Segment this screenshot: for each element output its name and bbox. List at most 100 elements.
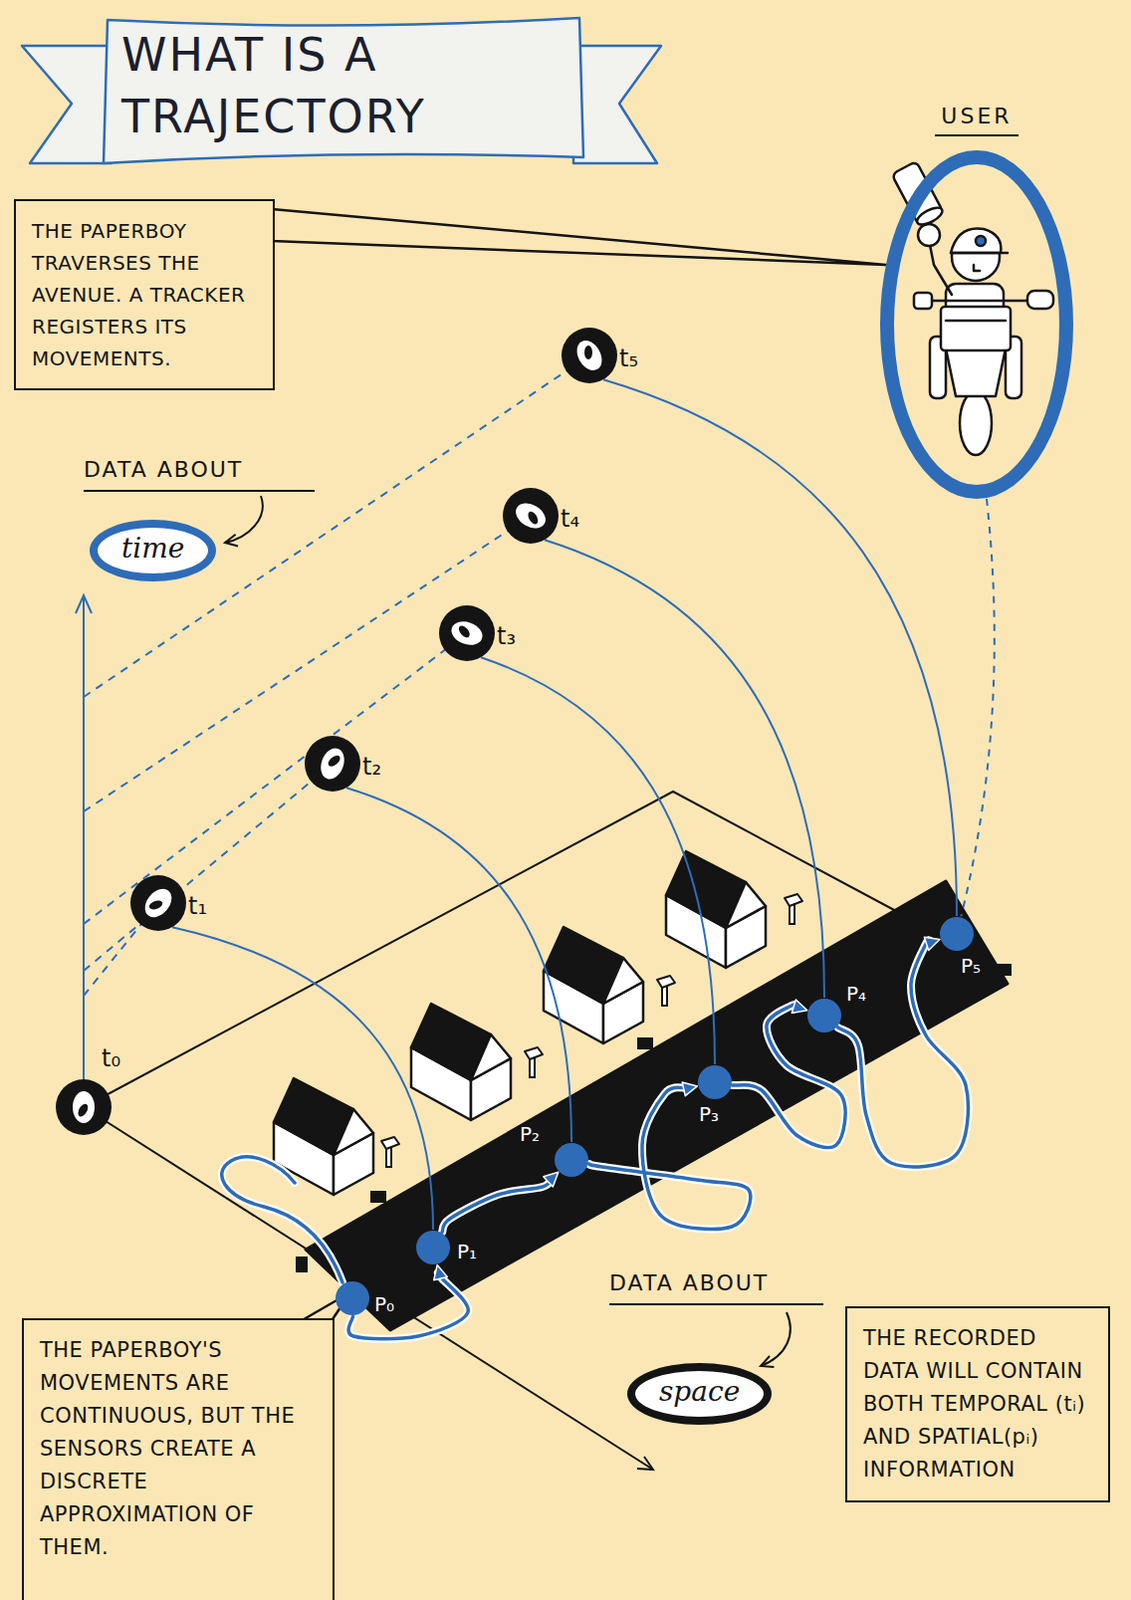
timestamp-label: t₃ — [496, 622, 516, 651]
trajectory-line — [838, 939, 969, 1167]
data-oval-text: space — [659, 1374, 740, 1408]
connector — [480, 657, 715, 1065]
clock-hand — [456, 623, 472, 640]
handlebar-grip — [1027, 290, 1054, 309]
arrow-head — [434, 1265, 449, 1281]
timestamp-label-holder: t₃ — [496, 623, 516, 650]
timestamp-clock: t₁ — [130, 875, 187, 931]
position-label: P₁ — [456, 1239, 477, 1264]
road-notch — [370, 1190, 387, 1203]
position-label: P₄ — [846, 981, 867, 1006]
position-label: P₅ — [960, 953, 981, 978]
scooter-wheel — [959, 391, 992, 455]
cap-logo — [975, 235, 986, 246]
time-axis — [82, 597, 85, 1086]
time-guides — [83, 355, 590, 996]
title-holder: WHAT IS A TRAJECTORY — [121, 23, 570, 148]
clock-hand — [525, 509, 540, 526]
user-label-holder: USER — [854, 102, 1100, 137]
clock-face — [130, 875, 187, 931]
time-guide — [83, 515, 531, 812]
pointer-arrow — [760, 1312, 791, 1366]
handlebar-grip — [913, 292, 932, 309]
trajectory-line — [442, 1177, 552, 1232]
trajectory-outline — [589, 1087, 751, 1229]
connector — [732, 999, 846, 1148]
pointer-arrow — [225, 495, 263, 543]
trajectory-line — [222, 1156, 343, 1283]
clock-face — [502, 487, 559, 544]
position-point: P₀ — [335, 1281, 370, 1316]
road-notch — [637, 1037, 654, 1050]
clock-hand — [75, 1102, 90, 1119]
figure-cap — [950, 228, 1001, 254]
data-oval-text: time — [121, 531, 185, 565]
time-position-link — [172, 926, 434, 1230]
position-label-holder: P₂ — [519, 1122, 540, 1146]
connector — [603, 379, 957, 916]
timestamp-clock: t₀ — [55, 1079, 112, 1135]
clock-dial — [571, 336, 607, 376]
banner-tail — [21, 45, 112, 164]
connector — [544, 539, 825, 998]
data-about-heading: DATA ABOUT — [609, 1269, 824, 1306]
position-label: P₂ — [519, 1122, 540, 1146]
mailbox — [381, 1136, 400, 1167]
clock-hand — [148, 899, 165, 911]
arrow-head — [543, 1171, 559, 1187]
clock-face — [304, 735, 361, 792]
arrow-head — [681, 1082, 697, 1097]
arrow-head — [923, 936, 940, 950]
box-text: THE RECORDED DATA WILL CONTAIN BOTH TEMP… — [863, 1322, 1093, 1487]
position-point: P₁ — [416, 1230, 451, 1265]
connector — [960, 498, 995, 917]
timestamp-clock: t₄ — [502, 487, 559, 544]
cap-brim — [950, 251, 1008, 255]
newspaper-roll — [892, 161, 945, 228]
clock-dial — [448, 617, 486, 650]
position-point: P₂ — [554, 1142, 589, 1177]
basket-line — [945, 319, 1006, 323]
data-oval: time — [89, 519, 217, 582]
time-position-link — [603, 379, 957, 916]
position-label-holder: P₁ — [456, 1239, 477, 1264]
time-position-link — [480, 657, 715, 1065]
clock-dial — [72, 1091, 95, 1124]
box-text: THE PAPERBOY'S MOVEMENTS ARE CONTINUOUS,… — [39, 1334, 317, 1565]
text-box: THE PAPERBOY'S MOVEMENTS ARE CONTINUOUS,… — [21, 1318, 335, 1600]
clock-face — [439, 605, 495, 662]
data-about-group: DATA ABOUTtime — [83, 455, 315, 582]
time-position-link — [346, 787, 572, 1142]
position-label-holder: P₄ — [846, 981, 867, 1006]
connector — [442, 1171, 559, 1232]
trajectory-start — [222, 1156, 343, 1283]
dashed-link — [960, 498, 995, 917]
house — [543, 926, 644, 1044]
figure-arm — [929, 244, 952, 295]
clock-dial — [316, 744, 349, 783]
time-axis-head — [75, 595, 92, 614]
mailbox — [784, 894, 803, 924]
title-text: WHAT IS A TRAJECTORY — [121, 23, 570, 148]
callout-pointer — [271, 209, 887, 265]
pointer-arrow-head — [225, 534, 238, 547]
house — [666, 851, 766, 968]
clock-dial — [139, 884, 177, 923]
pointer-arrow-head — [760, 1356, 774, 1367]
space-axis-head — [637, 1456, 654, 1470]
connector — [172, 926, 434, 1230]
position-label-holder: P₃ — [698, 1102, 719, 1127]
banner-tail — [573, 45, 662, 164]
handlebar — [920, 299, 1036, 303]
title-banner — [21, 17, 662, 164]
position-label-holder: P₀ — [374, 1292, 395, 1317]
timestamp-label-holder: t₄ — [560, 505, 580, 532]
position-point: P₅ — [939, 916, 974, 951]
mailbox — [524, 1047, 543, 1078]
data-oval: space — [627, 1362, 772, 1425]
trajectory-outline — [442, 1177, 552, 1232]
connector — [346, 787, 572, 1142]
clock-dial — [511, 497, 551, 533]
